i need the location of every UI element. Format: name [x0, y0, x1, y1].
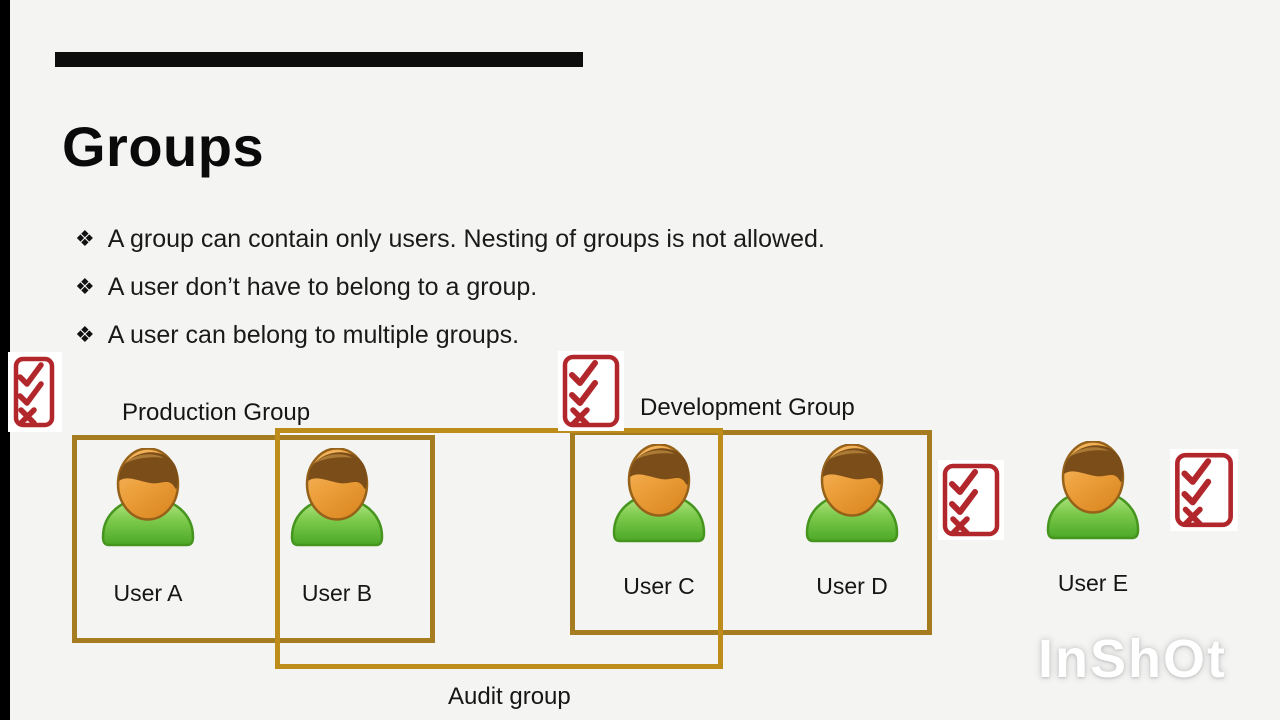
- user-figure-b: User B: [285, 448, 389, 606]
- check-mark: [949, 489, 978, 515]
- diamond-bullet-icon: ❖: [75, 226, 95, 251]
- check-mark: [1181, 458, 1212, 485]
- check-mark: [1181, 478, 1212, 506]
- bullet-item: ❖ A user don’t have to belong to a group…: [75, 271, 537, 303]
- bullet-item: ❖ A user can belong to multiple groups.: [75, 319, 519, 351]
- check-mark: [569, 380, 598, 406]
- check-mark: [569, 360, 598, 386]
- person-icon: [805, 444, 899, 543]
- user-label: User A: [113, 580, 183, 606]
- user-label: User B: [301, 580, 373, 606]
- diamond-bullet-icon: ❖: [75, 274, 95, 299]
- audit-group-box: [275, 428, 723, 669]
- bullet-text: A user can belong to multiple groups.: [107, 321, 520, 349]
- production-group-box: [72, 435, 435, 643]
- bullet-text: A group can contain only users. Nesting …: [107, 225, 825, 253]
- cross-mark: [1182, 506, 1203, 527]
- cross-mark: [18, 407, 37, 426]
- audit-group-label: Audit group: [448, 683, 571, 710]
- inshot-watermark: InShOt: [1038, 629, 1227, 689]
- cross-mark: [570, 407, 590, 427]
- development-group-label: Development Group: [640, 394, 855, 421]
- person-icon: [612, 444, 706, 543]
- checklist-icon-user-e: [1170, 449, 1238, 531]
- checklist-icon-production: [8, 352, 62, 432]
- user-figure-a: User A: [96, 448, 200, 606]
- check-mark: [17, 362, 44, 387]
- checklist-icon-development: [558, 351, 624, 431]
- user-label: User E: [1057, 570, 1129, 596]
- left-edge-bar: [0, 0, 10, 720]
- user-figure-e: User E: [1041, 441, 1145, 596]
- check-mark: [949, 469, 978, 495]
- check-mark: [17, 381, 44, 406]
- bullet-item: ❖ A group can contain only users. Nestin…: [75, 223, 825, 255]
- checklist-icon-user-d: [938, 460, 1004, 540]
- user-figure-c: User C: [607, 444, 711, 599]
- cross-mark: [950, 516, 970, 536]
- user-label: User C: [623, 573, 695, 599]
- diamond-bullet-icon: ❖: [75, 322, 95, 347]
- person-icon: [290, 448, 384, 547]
- person-icon: [1046, 441, 1140, 540]
- user-figure-d: User D: [800, 444, 904, 599]
- title-rule: [55, 52, 583, 67]
- bullet-text: A user don’t have to belong to a group.: [107, 273, 538, 301]
- development-group-box: [570, 430, 932, 635]
- production-group-label: Production Group: [122, 399, 311, 426]
- page-title: Groups: [62, 115, 265, 178]
- user-label: User D: [816, 573, 888, 599]
- person-icon: [101, 448, 195, 547]
